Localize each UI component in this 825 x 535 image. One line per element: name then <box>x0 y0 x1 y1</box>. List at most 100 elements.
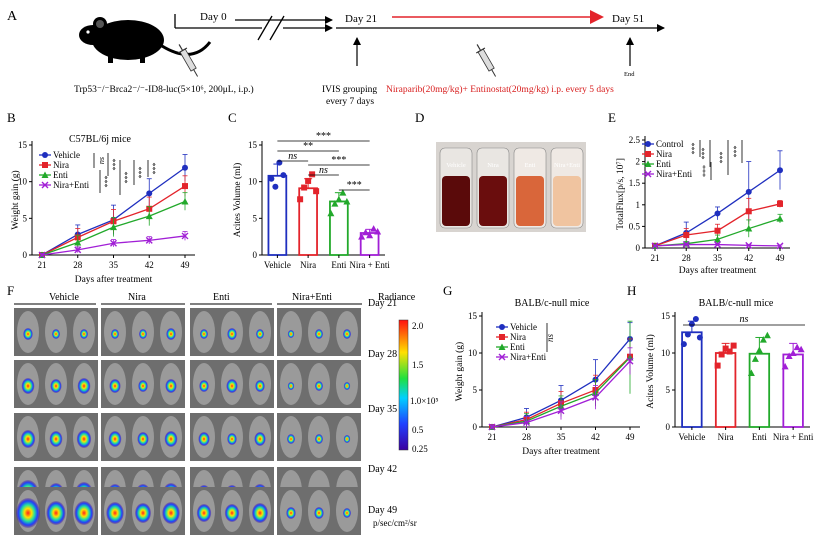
luminescence-signal <box>287 330 295 338</box>
data-point <box>751 355 759 362</box>
luminescence-signal <box>196 504 212 522</box>
ivis-image-grid <box>14 308 361 535</box>
data-point <box>714 227 721 234</box>
tube-combo <box>550 147 584 229</box>
data-point <box>374 228 382 235</box>
data-point <box>684 331 691 338</box>
luminescence-signal <box>343 508 351 518</box>
legend-label: Nira <box>510 332 526 342</box>
tube-nira <box>476 147 510 229</box>
y-axis-label: Weight gain (g) <box>10 170 21 229</box>
data-point <box>745 225 753 232</box>
x-tick-label: Nira + Enti <box>349 260 390 270</box>
y-tick-label: 5 <box>473 385 478 395</box>
panel-letter-c: C <box>228 110 237 125</box>
luminescence-signal <box>315 434 323 444</box>
data-point <box>680 341 687 348</box>
luminescence-signal <box>166 328 176 340</box>
data-point <box>785 352 793 359</box>
luminescence-signal <box>287 434 295 444</box>
luminescence-signal <box>52 329 60 339</box>
x-tick-label: Vehicle <box>678 432 705 442</box>
y-axis-label: Weight gain (g) <box>454 342 465 401</box>
panel-d: D Vehicle Nira Enti Nira+Enti <box>415 110 586 232</box>
data-point <box>696 334 703 341</box>
data-point <box>730 342 737 349</box>
colorbar-tick-15: 1.5 <box>412 360 424 370</box>
y-tick-label: 5 <box>23 213 28 223</box>
luminescence-signal <box>224 504 240 522</box>
colorbar-title: Radiance <box>378 292 416 303</box>
data-point <box>74 239 82 246</box>
label-day0: Day 0 <box>200 11 227 23</box>
data-point <box>343 197 351 205</box>
luminescence-signal <box>200 329 208 339</box>
x-tick-label: 28 <box>682 253 692 263</box>
data-point <box>714 210 721 217</box>
y-tick-label: 0 <box>666 422 671 432</box>
data-point <box>362 228 370 236</box>
colorbar-tick-10: 1.0×10⁵ <box>410 396 438 406</box>
y-tick-label: 10 <box>468 348 478 358</box>
luminescence-signal <box>49 431 63 447</box>
legend-marker <box>42 152 48 158</box>
colorbar-unit: p/sec/cm²/sr <box>373 518 417 528</box>
label-day51: Day 51 <box>612 13 644 25</box>
luminescence-signal <box>21 378 35 394</box>
sig-label: ns <box>545 334 555 343</box>
luminescence-signal <box>46 501 66 525</box>
luminescence-signal <box>343 382 351 390</box>
sig-label: *** <box>137 167 146 179</box>
data-point <box>305 177 312 184</box>
legend-label: Enti <box>656 159 671 169</box>
sig-label: ** <box>303 141 313 152</box>
luminescence-signal <box>138 380 148 392</box>
luminescence-signal <box>139 329 147 339</box>
legend-marker <box>498 343 506 350</box>
data-point <box>714 241 721 249</box>
legend-marker <box>644 170 652 178</box>
group-label-enti: Enti <box>213 292 230 303</box>
x-tick-label: 49 <box>776 253 786 263</box>
data-point <box>722 345 729 352</box>
data-point <box>335 195 343 203</box>
data-point <box>297 196 304 203</box>
data-point <box>745 208 752 215</box>
data-point <box>488 423 496 431</box>
data-point <box>182 183 188 190</box>
sig-label: ns <box>740 314 749 325</box>
data-point <box>683 232 690 239</box>
sig-label: *** <box>732 146 741 158</box>
x-tick-label: Nira <box>300 260 316 270</box>
luminescence-signal <box>314 507 324 519</box>
data-point <box>182 164 188 171</box>
data-point <box>755 346 763 354</box>
data-point <box>370 225 378 232</box>
sig-label: *** <box>123 172 132 184</box>
x-tick-label: 21 <box>38 260 47 270</box>
luminescence-signal <box>343 435 351 443</box>
luminescence-signal <box>80 329 88 339</box>
x-tick-label: Enti <box>331 260 346 270</box>
legend-marker <box>645 141 651 147</box>
data-point <box>777 200 783 207</box>
legend-label: Enti <box>510 342 525 352</box>
treatment-text: Niraparib(20mg/kg)+ Entinostat(20mg/kg) … <box>386 84 614 95</box>
luminescence-signal <box>111 329 119 339</box>
injection-text: Trp53⁻/⁻Brca2⁻/⁻-ID8-luc(5×10⁶, 200μL, i… <box>74 84 254 95</box>
data-point <box>692 315 699 322</box>
legend-marker <box>41 171 49 178</box>
data-point <box>301 184 308 191</box>
data-point <box>776 242 784 250</box>
colorbar-tick-2: 2.0 <box>412 321 424 331</box>
ivis-line1: IVIS grouping <box>322 85 377 95</box>
data-point <box>763 331 771 339</box>
y-tick-label: 10 <box>18 177 28 187</box>
luminescence-signal <box>109 379 121 393</box>
y-tick-label: 15 <box>468 311 478 321</box>
sig-label: *** <box>701 165 710 177</box>
data-point <box>145 236 153 244</box>
group-label-combo: Nira+Enti <box>292 292 332 303</box>
